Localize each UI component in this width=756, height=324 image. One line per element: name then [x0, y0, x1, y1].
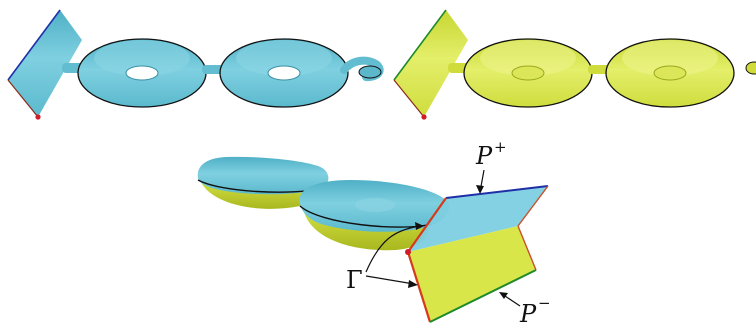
label-p-minus-sup: −: [538, 294, 551, 312]
torus-top-ridge: [622, 40, 718, 76]
arrow-gamma-upper: [365, 225, 421, 273]
label-p-plus: P: [475, 142, 493, 170]
top-right-surface-yellow: [393, 9, 756, 120]
flap-edge-blue: [7, 9, 61, 81]
label-gamma: Γ: [346, 266, 363, 294]
arrow-gamma-lower-head: [408, 280, 418, 288]
torus-hole: [267, 65, 301, 81]
cyan-top: [197, 156, 329, 195]
edge-right-red: [517, 225, 537, 271]
edge-gamma-red: [406, 251, 432, 323]
arrow-gamma-lower: [365, 275, 415, 285]
edge-p-plus-blue: [445, 185, 549, 199]
flap-edge-red: [393, 79, 425, 118]
edge-p-minus-green: [429, 269, 537, 323]
arrow-gamma-upper-head: [415, 222, 424, 230]
label-p-minus: P: [519, 300, 537, 324]
torus-hole: [355, 198, 395, 212]
corner-point: [405, 249, 411, 255]
torus-hole: [125, 65, 159, 81]
torus-hole: [653, 65, 687, 81]
tail-cap: [358, 65, 382, 79]
tail-cap: [745, 61, 756, 75]
edge-right-red: [517, 185, 549, 227]
edge-gamma-red: [407, 197, 447, 253]
torus-top-ridge: [480, 40, 576, 76]
flap-sheet: [8, 10, 82, 117]
corner-point: [35, 114, 41, 120]
corner-point: [421, 114, 427, 120]
flap-edge-green: [393, 9, 447, 81]
sheet-p-minus: [408, 226, 536, 322]
bottom-combined-surface: P + P − Γ: [197, 138, 551, 324]
label-p-plus-sup: +: [494, 138, 507, 156]
torus-top-ridge: [236, 40, 332, 76]
flap-sheet: [394, 10, 468, 117]
arrow-p-plus-head: [476, 185, 484, 194]
top-left-surface-cyan: [7, 9, 384, 120]
torus-top-ridge: [94, 40, 190, 76]
torus-hole: [511, 65, 545, 81]
arrow-p-minus-head: [499, 292, 508, 299]
flap-edge-red: [7, 79, 39, 118]
